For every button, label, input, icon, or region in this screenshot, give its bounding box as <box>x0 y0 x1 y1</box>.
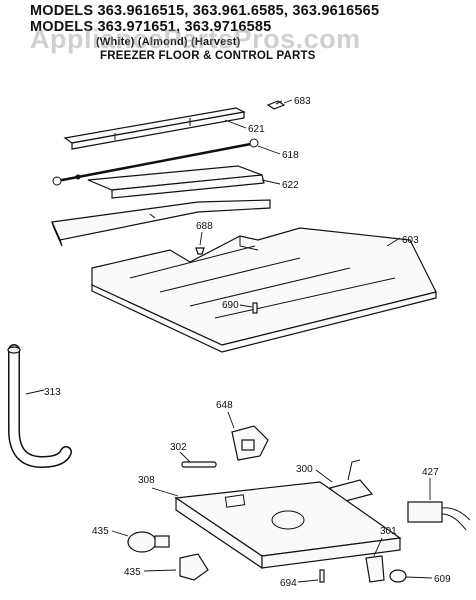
watermark: AppliancePartsPros.com <box>30 24 361 54</box>
part-308-housing[interactable] <box>174 481 402 570</box>
part-621-channel[interactable] <box>63 107 246 150</box>
label-690: 690 <box>222 300 239 311</box>
label-300: 300 <box>296 464 313 475</box>
label-302: 302 <box>170 442 187 453</box>
label-301: 301 <box>380 526 397 537</box>
label-308: 308 <box>138 475 155 486</box>
part-609-knob[interactable] <box>389 569 407 583</box>
part-683-screw[interactable] <box>266 100 286 110</box>
label-683: 683 <box>294 96 311 107</box>
part-694-screw[interactable] <box>319 569 325 583</box>
label-618: 618 <box>282 150 299 161</box>
part-435-socket[interactable] <box>179 553 209 581</box>
label-427: 427 <box>422 467 439 478</box>
part-301-switch[interactable] <box>365 555 385 583</box>
label-621: 621 <box>248 124 265 135</box>
part-622-trough[interactable] <box>87 165 265 199</box>
part-648-control[interactable] <box>231 425 269 461</box>
part-618-heater[interactable] <box>52 138 259 186</box>
label-435-bulb: 435 <box>92 526 109 537</box>
models-line-1: MODELS 363.9616515, 363.961.6585, 363.96… <box>30 3 380 19</box>
part-690-screw[interactable] <box>252 302 258 314</box>
part-688-screw[interactable] <box>195 247 205 255</box>
part-603-floor[interactable] <box>91 227 437 353</box>
label-688: 688 <box>196 221 213 232</box>
label-694: 694 <box>280 578 297 589</box>
label-435-socket: 435 <box>124 567 141 578</box>
part-louver[interactable] <box>51 199 271 247</box>
color-variants: (White) (Almond) (Harvest) <box>96 36 241 48</box>
part-302-rod[interactable] <box>181 461 217 468</box>
label-648: 648 <box>216 400 233 411</box>
diagram-title: FREEZER FLOOR & CONTROL PARTS <box>100 50 316 62</box>
part-435-bulb[interactable] <box>127 531 170 553</box>
models-line-2: MODELS 363.971651, 363.9716585 <box>30 19 272 35</box>
label-603: 603 <box>402 235 419 246</box>
label-622: 622 <box>282 180 299 191</box>
part-427-harness[interactable] <box>407 501 471 531</box>
part-313-tube[interactable] <box>7 344 72 469</box>
label-609: 609 <box>434 574 451 585</box>
label-313: 313 <box>44 387 61 398</box>
